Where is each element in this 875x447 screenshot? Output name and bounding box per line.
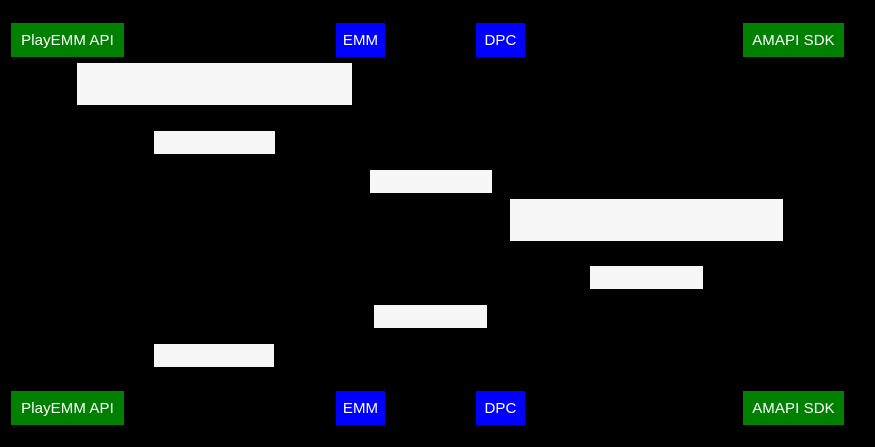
message-line-1: userId, deviceId [382,347,479,362]
lifeline-dpc [500,57,501,391]
arrow-m5 [500,291,793,292]
participant-label: PlayEMM API [21,399,114,417]
message-line-2: enrollmentTokenType=userlessDevice) [98,162,331,177]
message-line-1: devices.update() [164,386,264,401]
message-label-m5: userId, deviceId [590,266,703,323]
participant-label: EMM [342,31,379,49]
arrow-m1 [67,112,361,113]
participant-label: DPC [484,31,517,49]
participant-header-dpc[interactable]: DPC [476,23,525,57]
arrow-m2 [67,156,361,157]
message-label-m7: devices.update() [154,344,274,401]
message-label-m1: enrollmentTokens.create( enrollmentToken… [77,63,352,177]
message-line-2: .startAccountSetup(entrollment token) [533,298,760,313]
participant-label: EMM [342,399,379,417]
participant-footer-emm[interactable]: EMM [336,391,385,425]
arrow-m4 [500,247,793,248]
message-label-m4: accountSetupClient .startAccountSetup(en… [510,199,783,313]
message-label-m2: enrollmentToken [154,131,275,188]
message-line-1: enrollmentToken [164,173,265,188]
participant-header-emm[interactable]: EMM [336,23,385,57]
arrow-m6 [360,330,501,331]
lifeline-amapi [792,57,793,391]
lifeline-playemm [67,57,68,391]
participant-label: AMAPI SDK [752,399,835,417]
participant-label: PlayEMM API [21,31,114,49]
participant-label: AMAPI SDK [752,31,835,49]
message-line-1: userId, deviceId [598,308,695,323]
participant-footer-amapi[interactable]: AMAPI SDK [743,391,844,425]
participant-footer-playemm[interactable]: PlayEMM API [11,391,124,425]
participant-footer-dpc[interactable]: DPC [476,391,525,425]
message-line-1: enrollment token [381,212,481,227]
participant-label: DPC [484,399,517,417]
message-line-1: accountSetupClient [587,241,706,256]
message-line-1: enrollmentTokens.create( [138,105,291,120]
lifeline-emm [360,57,361,391]
arrow-m3 [360,195,501,196]
message-label-m3: enrollment token [370,170,492,227]
message-label-m6: userId, deviceId [374,305,487,362]
arrow-m7 [67,369,361,370]
participant-header-playemm[interactable]: PlayEMM API [11,23,124,57]
participant-header-amapi[interactable]: AMAPI SDK [743,23,844,57]
